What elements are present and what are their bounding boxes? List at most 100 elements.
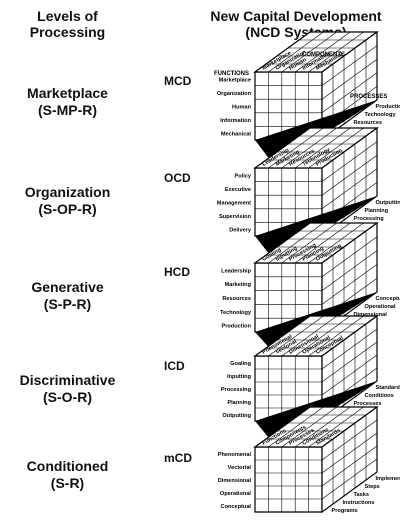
level-formula: (S-P-R) [43, 295, 92, 312]
row-label: Executive [225, 187, 251, 193]
grid-line [281, 315, 337, 357]
row-label: Planning [227, 400, 251, 406]
grid-line [281, 406, 337, 448]
grid-line [295, 127, 351, 169]
cube-level-5: PhenomenalVectorialDimensionalOperationa… [218, 381, 400, 514]
side-label: Processing [354, 216, 385, 222]
grid-line [268, 406, 324, 448]
code-mcd-lower: mCD [164, 451, 193, 465]
processes-title: PROCESSES [350, 94, 387, 100]
row-label: Resources [222, 296, 251, 302]
level-name: Discriminative [19, 372, 116, 388]
grid-line [308, 315, 364, 357]
levels-header-line2: Processing [29, 24, 106, 41]
row-label: Policy [235, 173, 252, 179]
components-title: COMPONENTS [302, 52, 345, 58]
side-label: Standards [376, 385, 400, 391]
ncd-header-line1: New Capital Development [210, 8, 382, 24]
row-label: Outputting [222, 413, 251, 419]
row-label: Leadership [221, 268, 251, 274]
grid-line [321, 445, 378, 487]
level-name: Conditioned [26, 458, 109, 474]
grid-line [268, 127, 324, 169]
grid-line [321, 432, 378, 474]
grid-line [281, 222, 337, 264]
grid-line [321, 341, 378, 383]
row-label: Inputting [227, 374, 252, 380]
side-label: Instructions [343, 500, 375, 506]
grid-line [295, 31, 351, 73]
grid-line [308, 222, 364, 264]
row-label: Vectorial [228, 465, 252, 471]
grid-line [321, 168, 378, 210]
side-label: Dimensional [354, 312, 388, 318]
side-label: Production [376, 104, 400, 110]
cube-side-face [321, 405, 378, 514]
level-discriminative: Discriminative (S-O-R) [0, 372, 135, 406]
grid-line [321, 154, 378, 196]
row-label: Marketplace [219, 77, 251, 83]
side-label: Conceptual [376, 296, 400, 302]
row-label: Conceptual [221, 504, 252, 510]
grid-line [321, 328, 378, 370]
level-formula: (S-MP-R) [37, 101, 98, 118]
row-label: Supervision [219, 214, 252, 220]
level-name: Organization [24, 184, 111, 200]
level-conditioned: Conditioned (S-R) [0, 458, 135, 492]
grid-line [321, 419, 378, 461]
row-label: Production [221, 324, 251, 330]
side-label: Planning [365, 208, 389, 214]
grid-line [321, 264, 378, 305]
grid-line [268, 222, 324, 264]
cube-level-2: PolicyExecutiveManagementSupervisionDeli… [217, 100, 400, 238]
row-label: Operational [220, 491, 252, 497]
level-organization: Organization (S-OP-R) [0, 184, 135, 218]
grid-line [321, 45, 378, 86]
grid-line [268, 315, 324, 357]
row-label: Organization [217, 91, 252, 97]
level-generative: Generative (S-P-R) [0, 279, 135, 313]
side-label: Tasks [354, 492, 369, 498]
grid-line [321, 354, 378, 396]
grid-line [295, 222, 351, 264]
side-label: Resources [354, 120, 383, 126]
side-label: Programs [332, 508, 358, 514]
levels-header-line1: Levels of [37, 8, 98, 24]
grid-line [295, 315, 351, 357]
side-label: Outputting [376, 200, 400, 206]
grid-line [321, 236, 378, 278]
row-label: Mechanical [221, 132, 252, 138]
row-label: Dimensional [218, 478, 252, 484]
side-label: Operational [365, 304, 397, 310]
level-name: Marketplace [27, 85, 108, 101]
grid-line [281, 31, 337, 73]
grid-line [308, 31, 364, 73]
cube-front-face [254, 446, 323, 513]
grid-line [268, 31, 324, 73]
side-label: Technology [365, 112, 397, 118]
row-label: Human [232, 105, 252, 111]
code-ocd: OCD [164, 171, 191, 185]
level-name: Generative [31, 279, 104, 295]
grid-line [321, 458, 378, 500]
grid-line [281, 127, 337, 169]
code-hcd: HCD [164, 265, 190, 279]
code-icd: ICD [164, 359, 185, 373]
side-label: Steps [365, 484, 380, 490]
row-label: Goaling [230, 361, 251, 367]
grid-line [321, 58, 378, 100]
functions-title: FUNCTIONS [214, 71, 249, 77]
code-mcd: MCD [164, 74, 192, 88]
side-label: Conditions [365, 393, 394, 399]
grid-line [308, 406, 364, 448]
side-label: Processes [354, 401, 382, 407]
grid-line [295, 406, 351, 448]
row-label: Delivery [229, 228, 252, 234]
level-marketplace: Marketplace (S-MP-R) [0, 85, 135, 119]
grid-line [308, 127, 364, 169]
grid-line [321, 141, 378, 182]
row-label: Technology [220, 310, 252, 316]
row-label: Phenomenal [218, 452, 252, 458]
grid-line [321, 250, 378, 291]
